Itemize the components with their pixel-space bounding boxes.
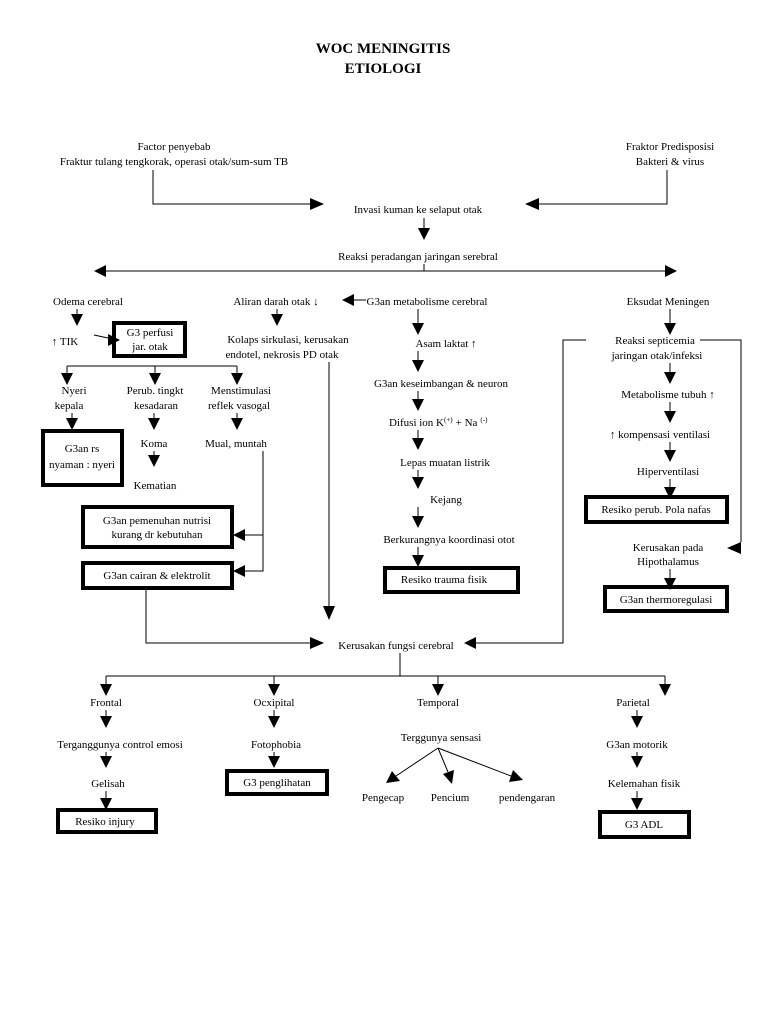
node-g3an-motorik: G3an motorik	[606, 739, 668, 751]
node-g3an-nutrisi-2: kurang dr kebutuhan	[111, 529, 203, 541]
node-nyeri-1: Nyeri	[61, 385, 86, 397]
node-kerusakan-hipo-1: Kerusakan pada	[633, 542, 704, 554]
arrowheads	[61, 198, 741, 810]
box-g3an-nutrisi	[81, 505, 234, 549]
node-fraktur-tulang: Fraktur tulang tengkorak, operasi otak/s…	[60, 156, 288, 168]
difusi-plus-na: + Na	[456, 417, 478, 429]
node-tik: ↑ TIK	[52, 336, 78, 348]
box-resiko-trauma	[383, 566, 520, 594]
box-g3an-thermo	[603, 585, 729, 613]
box-resiko-pola-nafas	[584, 495, 729, 524]
node-g3-penglihatan: G3 penglihatan	[243, 777, 311, 789]
node-odema-cerebral: Odema cerebral	[53, 296, 123, 308]
node-pendengaran: pendengaran	[499, 792, 556, 804]
node-kompensasi: ↑ kompensasi ventilasi	[610, 429, 710, 441]
node-parietal: Parietal	[616, 697, 650, 709]
node-frontal: Frontal	[90, 697, 122, 709]
node-kolaps-1: Kolaps sirkulasi, kerusakan	[227, 334, 349, 346]
node-aliran-darah: Aliran darah otak ↓	[233, 296, 318, 308]
box-g3-penglihatan	[225, 769, 329, 796]
node-gelisah: Gelisah	[91, 778, 125, 790]
node-terganggunya: Terganggunya control emosi	[57, 739, 183, 751]
node-g3-adl: G3 ADL	[625, 819, 663, 831]
node-kelemahan-fisik: Kelemahan fisik	[608, 778, 681, 790]
node-g3-perfusi-1: G3 perfusi	[127, 327, 174, 339]
node-g3an-rs-1: G3an rs	[65, 443, 100, 455]
node-pengecap: Pengecap	[362, 792, 405, 804]
node-temporal: Temporal	[417, 697, 459, 709]
node-g3an-keseimbangan: G3an keseimbangan & neuron	[374, 378, 509, 390]
node-terggunya: Terggunya sensasi	[401, 732, 482, 744]
node-nyeri-2: kepala	[55, 400, 84, 412]
node-kolaps-2: endotel, nekrosis PD otak	[225, 349, 339, 361]
node-reaksi-septicemia-2: jaringan otak/infeksi	[611, 350, 703, 362]
node-resiko-injury: Resiko injury	[75, 816, 135, 828]
node-g3an-metabolisme: G3an metabolisme cerebral	[367, 296, 488, 308]
node-reaksi-peradangan: Reaksi peradangan jaringan serebral	[338, 251, 498, 263]
node-factor-penyebab: Factor penyebab	[138, 141, 211, 153]
node-menstimulasi-1: Menstimulasi	[211, 385, 271, 397]
title-line-2: ETIOLOGI	[345, 61, 422, 77]
node-bakteri-virus: Bakteri & virus	[636, 156, 704, 168]
node-lepas-muatan: Lepas muatan listrik	[400, 457, 490, 469]
node-g3an-thermo: G3an thermoregulasi	[620, 594, 713, 606]
node-reaksi-septicemia-1: Reaksi septicemia	[615, 335, 695, 347]
node-kematian: Kematian	[134, 480, 177, 492]
node-resiko-pola-nafas: Resiko perub. Pola nafas	[601, 504, 710, 516]
node-g3an-cairan: G3an cairan & elektrolit	[103, 570, 210, 582]
node-menstimulasi-2: reflek vasogal	[208, 400, 270, 412]
node-fraktor-predisposisi: Fraktor Predisposisi	[626, 141, 714, 153]
node-ocxipital: Ocxipital	[254, 697, 295, 709]
node-perub-tingkt-2: kesadaran	[134, 400, 178, 412]
difusi-sup-na: (-)	[480, 416, 488, 424]
connector-lines	[66, 170, 742, 798]
node-hiperventilasi: Hiperventilasi	[637, 466, 699, 478]
box-g3an-rs-nyaman	[41, 429, 124, 487]
node-eksudat-meningen: Eksudat Meningen	[627, 296, 710, 308]
node-koma: Koma	[141, 438, 168, 450]
node-kerusakan-hipo-2: Hipothalamus	[637, 556, 699, 568]
node-g3an-nutrisi-1: G3an pemenuhan nutrisi	[103, 515, 211, 527]
node-perub-tingkt-1: Perub. tingkt	[127, 385, 184, 397]
node-mual-muntah: Mual, muntah	[205, 438, 267, 450]
box-g3an-cairan	[81, 561, 234, 590]
title-line-1: WOC MENINGITIS	[316, 41, 451, 57]
node-asam-laktat: Asam laktat ↑	[415, 338, 476, 350]
node-difusi-ion: Difusi ion K(+)+ Na(-)	[389, 416, 488, 429]
node-kejang: Kejang	[430, 494, 462, 506]
difusi-ion-label: Difusi ion K	[389, 417, 444, 429]
node-g3an-rs-2: nyaman : nyeri	[49, 459, 115, 471]
box-g3-adl	[598, 810, 691, 839]
node-invasi-kuman: Invasi kuman ke selaput otak	[354, 204, 483, 216]
difusi-sup-k: (+)	[444, 416, 453, 424]
box-resiko-injury	[56, 808, 158, 834]
node-metabolisme-tubuh: Metabolisme tubuh ↑	[621, 389, 715, 401]
node-berkurangnya: Berkurangnya koordinasi otot	[383, 534, 514, 546]
node-kerusakan-fungsi: Kerusakan fungsi cerebral	[338, 640, 453, 652]
node-pencium: Pencium	[431, 792, 470, 804]
node-fotophobia: Fotophobia	[251, 739, 301, 751]
node-resiko-trauma: Resiko trauma fisik	[401, 574, 488, 586]
node-g3-perfusi-2: jar. otak	[131, 341, 168, 353]
